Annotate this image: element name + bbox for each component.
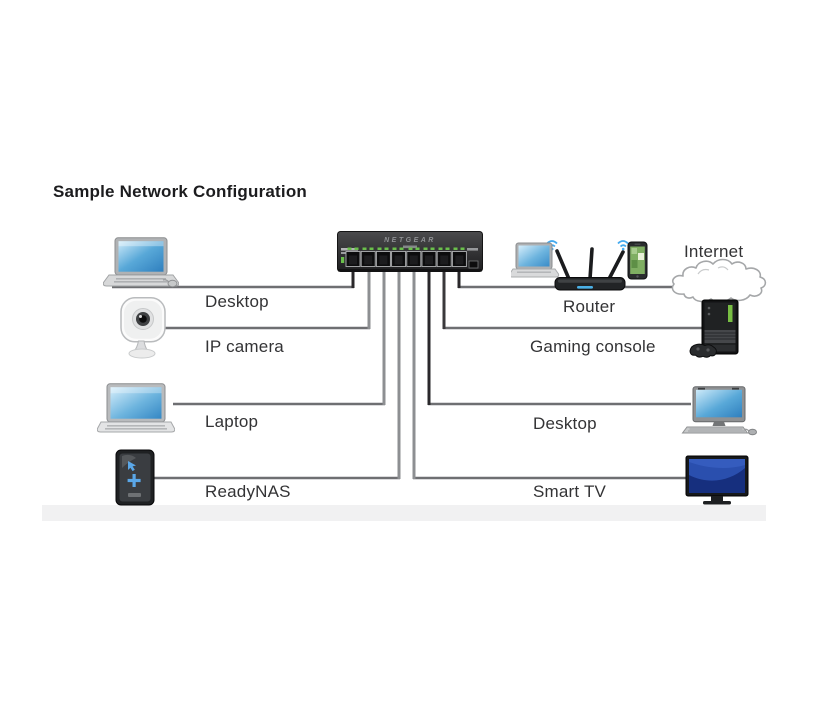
ip-camera-label: IP camera [205,337,284,356]
readynas-label: ReadyNAS [205,482,291,501]
smart-tv-label: Smart TV [533,482,607,501]
router-label: Router [563,297,616,316]
mouse-icon [743,428,757,436]
page-title: Sample Network Configuration [53,182,308,201]
smart-tv-icon [685,455,749,505]
wifi-signal-icon [617,240,629,251]
router-icon [554,247,626,291]
wifi-laptop-icon [511,240,560,278]
power-led [341,257,345,263]
laptop-label: Laptop [205,412,259,431]
bottom-band [42,505,766,521]
desktop-right-label: Desktop [533,414,597,433]
mouse-icon [162,279,178,288]
internet-label: Internet [684,242,744,261]
switch-ports [345,247,467,267]
smartphone-icon [617,240,648,280]
keyboard-icon [681,426,749,434]
desktop-left-icon [103,237,179,288]
desktop-left-label: Desktop [205,292,269,311]
internet-cloud-icon [671,258,767,303]
gaming-console-icon [689,299,739,358]
laptop-icon [97,383,175,433]
ip-camera-icon [120,297,166,359]
game-controller-icon [689,343,717,358]
gaming-console-label: Gaming console [530,337,656,356]
network-switch-icon: NETGEAR [337,231,483,272]
netgear-logo: NETGEAR [384,237,436,244]
readynas-icon [115,449,155,506]
desktop-right-icon [681,386,757,436]
